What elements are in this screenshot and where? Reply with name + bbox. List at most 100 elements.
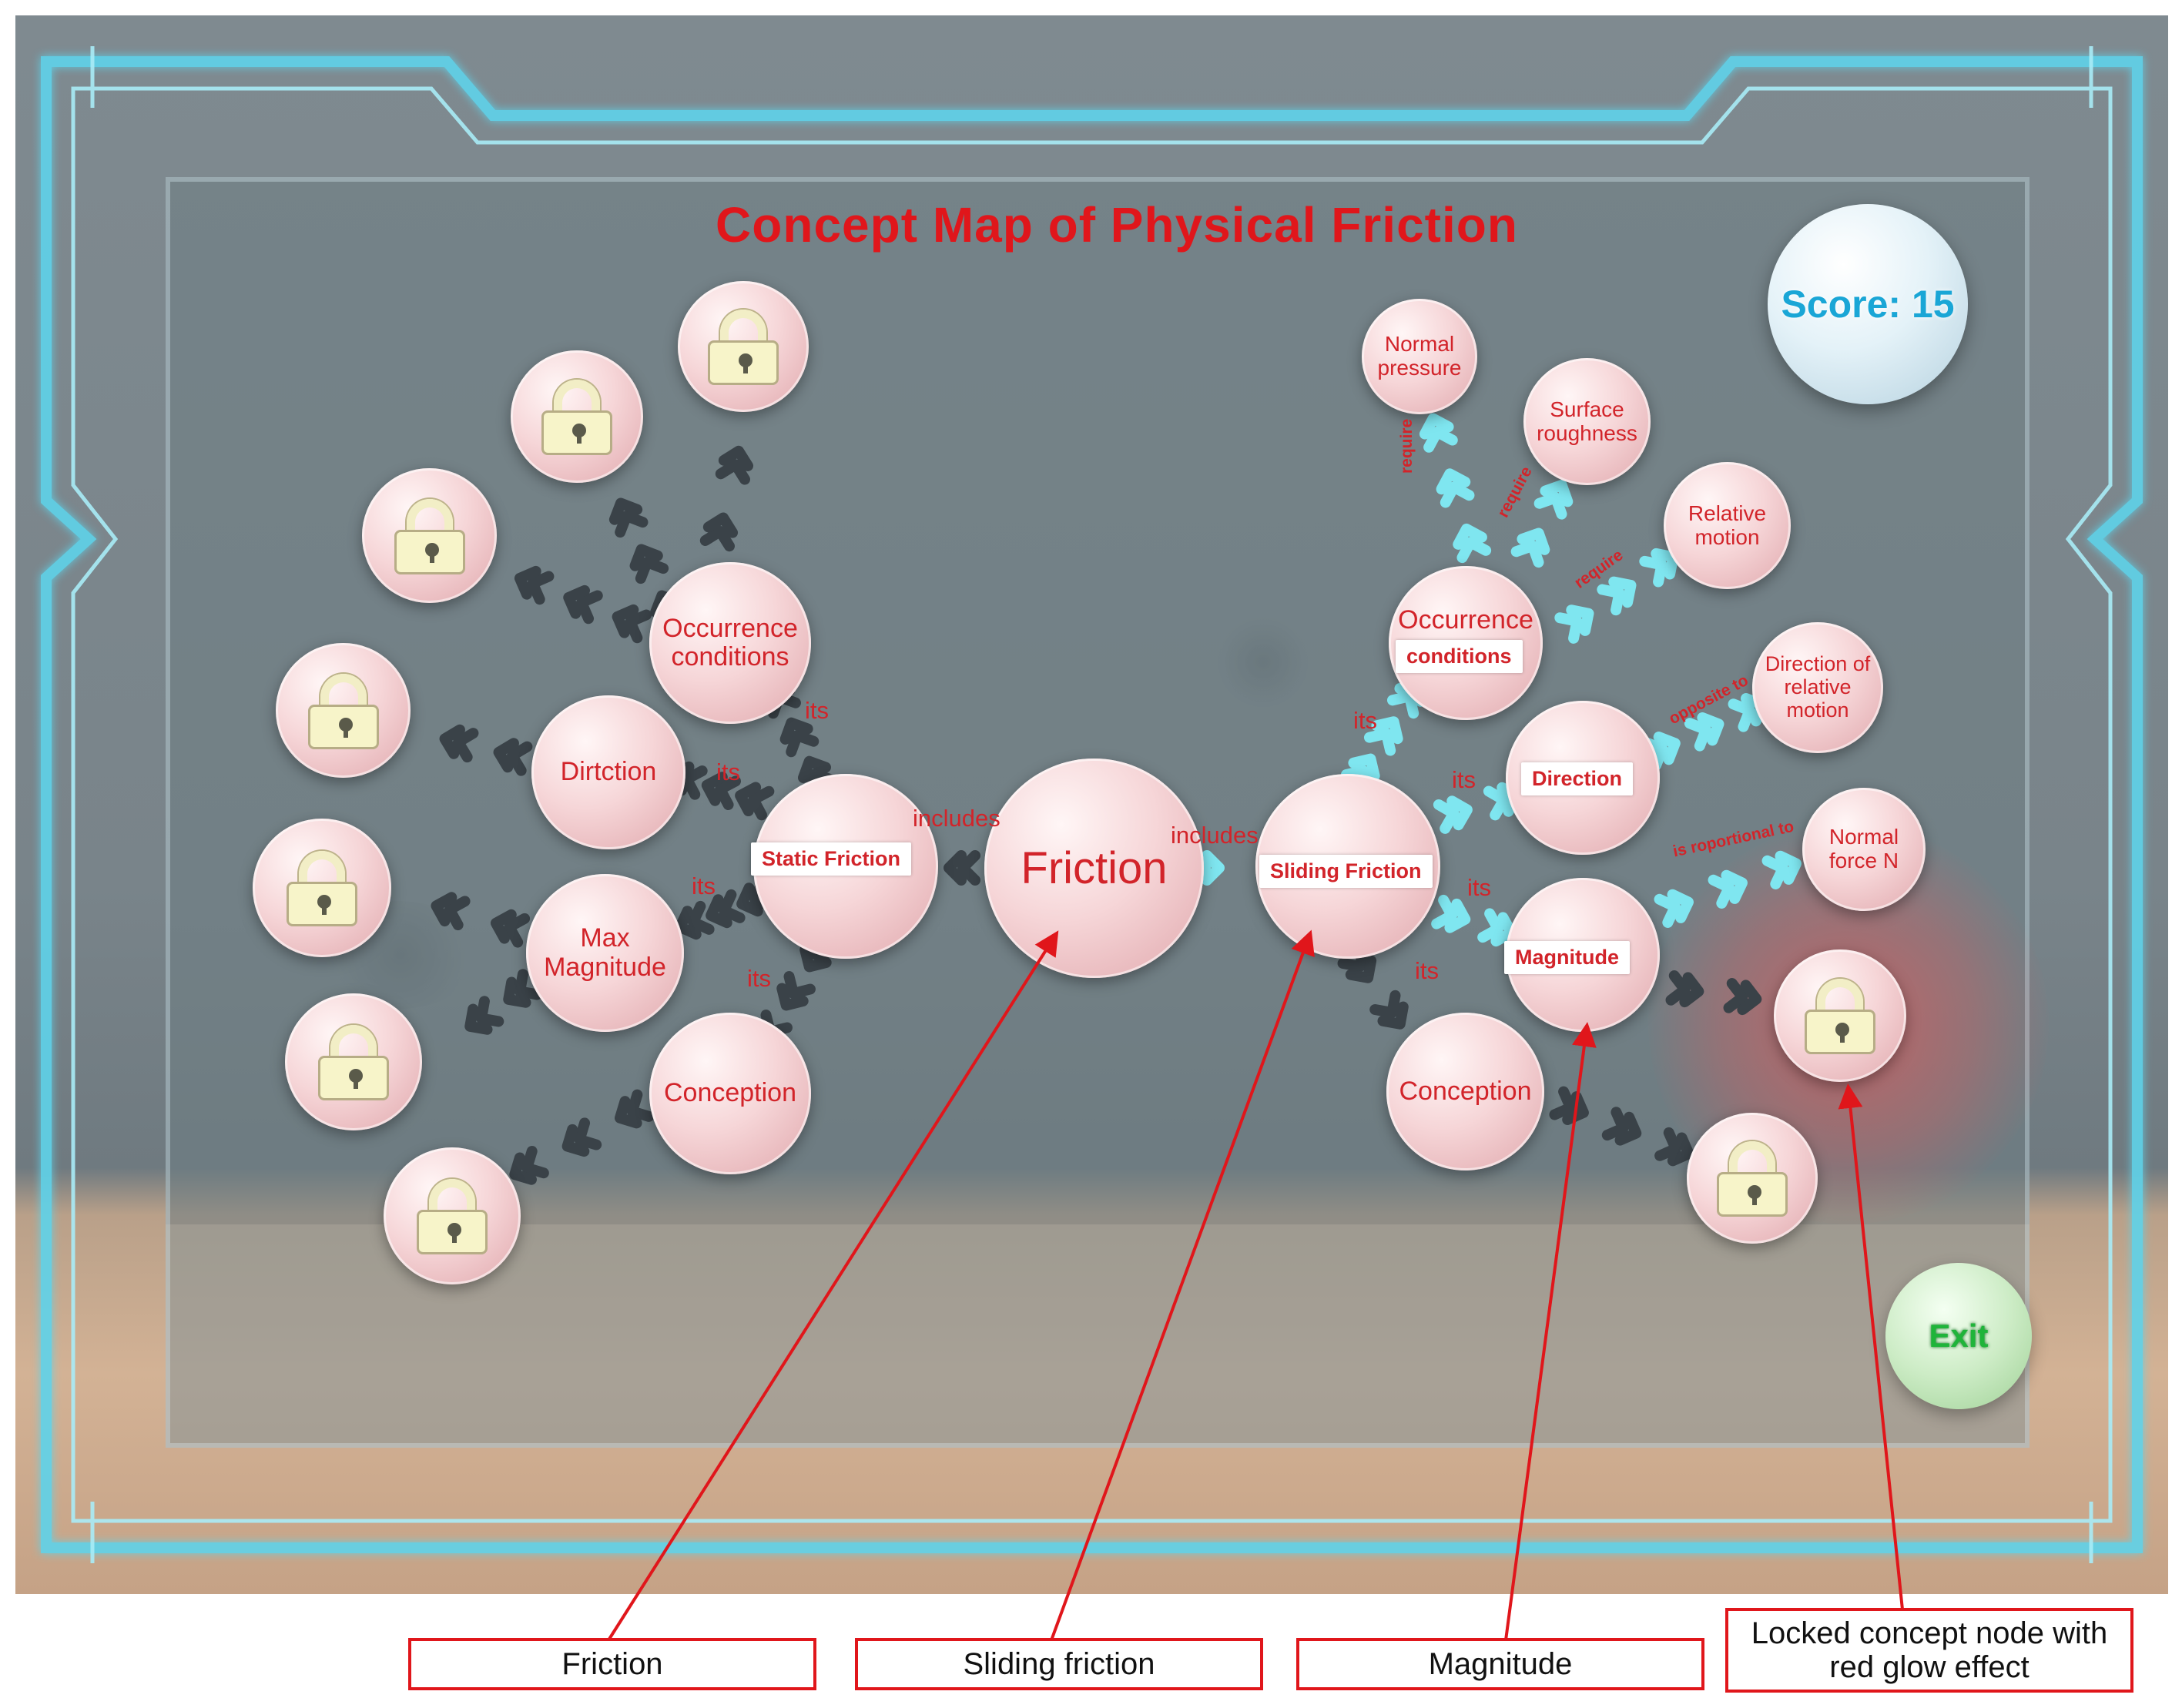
node-relative-motion-label: Relative motion <box>1688 501 1767 549</box>
connector-chevron <box>608 497 643 525</box>
connector-chevron <box>503 976 531 1008</box>
connector-chevron <box>527 571 555 605</box>
connector-chevron <box>1540 480 1574 507</box>
locked-node[interactable] <box>276 643 411 778</box>
lock-icon <box>708 310 779 385</box>
connector-chevron <box>626 1089 655 1122</box>
node-right-conception[interactable]: Conception <box>1386 1013 1544 1170</box>
caption-friction: Friction <box>408 1638 816 1690</box>
lock-icon <box>1717 1141 1788 1217</box>
locked-node[interactable] <box>678 281 809 412</box>
node-direction-relative-motion[interactable]: Direction of relative motion <box>1752 622 1883 753</box>
connector-chevron <box>612 604 639 638</box>
score-display: Score: 15 <box>1768 204 1968 404</box>
connector-chevron <box>797 755 831 783</box>
connector-chevron <box>464 1003 493 1035</box>
edge-label-its: its <box>692 872 716 899</box>
connector-chevron <box>675 906 702 940</box>
connector-chevron <box>1423 426 1458 453</box>
node-surface-roughness[interactable]: Surface roughness <box>1523 358 1651 485</box>
node-left-conception[interactable]: Conception <box>649 1013 811 1174</box>
connector-chevron <box>681 765 708 800</box>
connector-chevron <box>514 565 541 600</box>
node-left-direction[interactable]: Dirtction <box>531 695 685 849</box>
node-surface-roughness-label: Surface roughness <box>1537 397 1637 445</box>
page-title: Concept Map of Physical Friction <box>716 197 1518 253</box>
connector-chevron <box>779 717 813 745</box>
locked-node[interactable] <box>285 993 422 1130</box>
node-left-occurrence-label: Occurrence conditions <box>662 613 798 671</box>
lock-icon <box>318 1025 389 1100</box>
node-relative-motion[interactable]: Relative motion <box>1664 462 1791 589</box>
node-left-occurrence[interactable]: Occurrence conditions <box>649 562 811 724</box>
connector-chevron <box>1386 691 1419 719</box>
node-right-conception-label: Conception <box>1399 1076 1532 1106</box>
connector-chevron <box>1202 850 1225 886</box>
connector-chevron <box>615 511 649 538</box>
connector-chevron <box>1369 990 1401 1018</box>
connector-chevron <box>1697 712 1724 746</box>
connector-chevron <box>1761 855 1788 889</box>
edge-label-its: its <box>1452 766 1476 793</box>
connector-chevron <box>509 1152 537 1185</box>
locked-node[interactable] <box>253 819 391 957</box>
node-left-max-magnitude[interactable]: Max Magnitude <box>526 874 684 1032</box>
edge-label-its: its <box>747 965 771 992</box>
connector-chevron <box>1654 893 1681 928</box>
connector-chevron <box>1433 799 1460 834</box>
connector-chevron <box>1728 698 1755 732</box>
edge-label-includes-left: includes <box>913 805 1001 832</box>
lock-icon <box>287 851 357 926</box>
connector-chevron <box>944 850 967 886</box>
connector-chevron <box>1667 889 1694 923</box>
edge-label-require: require <box>1398 418 1416 474</box>
connector-chevron <box>783 971 816 999</box>
node-normal-pressure-label: Normal pressure <box>1377 332 1462 380</box>
node-direction-relative-motion-label: Direction of relative motion <box>1765 652 1871 722</box>
node-normal-force-label: Normal force N <box>1828 825 1899 872</box>
connector-chevron <box>1477 908 1503 943</box>
tag-right-magnitude: Magnitude <box>1504 941 1630 974</box>
connector-chevron <box>576 590 603 625</box>
locked-node[interactable] <box>511 350 643 483</box>
locked-node[interactable] <box>384 1147 521 1284</box>
locked-node-glowing[interactable] <box>1774 949 1906 1082</box>
connector-chevron <box>1653 732 1681 765</box>
connector-chevron <box>736 882 763 917</box>
lock-icon <box>307 673 379 749</box>
connector-chevron <box>706 894 732 929</box>
edge-label-its: its <box>716 759 740 785</box>
connector-chevron <box>1665 970 1691 1006</box>
lock-icon <box>417 1179 488 1254</box>
connector-chevron <box>1440 481 1475 508</box>
connector-chevron <box>476 996 504 1027</box>
exit-button-label: Exit <box>1929 1318 1989 1354</box>
connector-chevron <box>625 609 652 644</box>
lock-icon <box>394 498 465 574</box>
tag-right-direction: Direction <box>1521 762 1634 795</box>
node-friction[interactable]: Friction <box>984 759 1204 978</box>
connector-chevron <box>431 892 458 927</box>
connector-chevron <box>1775 850 1802 885</box>
node-normal-pressure[interactable]: Normal pressure <box>1362 299 1477 414</box>
connector-chevron <box>507 741 533 776</box>
locked-node[interactable] <box>362 468 497 603</box>
connector-chevron <box>735 782 762 817</box>
edge-label-includes-right: includes <box>1171 822 1259 849</box>
node-left-conception-label: Conception <box>663 1078 796 1108</box>
edge-label-its: its <box>805 697 829 724</box>
tag-sliding-friction: Sliding Friction <box>1259 855 1433 888</box>
locked-node[interactable] <box>1687 1113 1818 1244</box>
connector-chevron <box>699 526 735 552</box>
connector-chevron <box>1549 1086 1577 1120</box>
node-normal-force[interactable]: Normal force N <box>1802 788 1926 911</box>
connector-chevron <box>1679 972 1704 1008</box>
node-friction-label: Friction <box>1021 842 1168 893</box>
connector-chevron <box>1601 1107 1629 1141</box>
tag-right-occurrence-conditions: conditions <box>1396 640 1523 673</box>
connector-chevron <box>1436 468 1471 495</box>
exit-button[interactable]: Exit <box>1885 1263 2032 1409</box>
connector-chevron <box>453 728 479 763</box>
connector-chevron <box>715 459 750 485</box>
connector-chevron <box>493 738 519 773</box>
